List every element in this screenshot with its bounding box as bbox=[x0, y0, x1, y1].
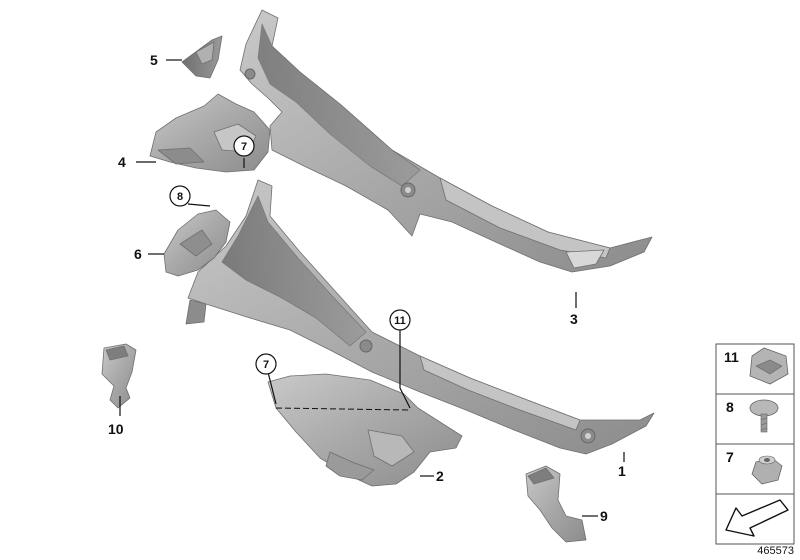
callout-3: 3 bbox=[570, 311, 578, 327]
callout-10: 10 bbox=[108, 421, 124, 437]
circled-callout-11: 11 bbox=[389, 309, 411, 331]
svg-text:11: 11 bbox=[724, 349, 739, 365]
arrow-icon bbox=[725, 499, 789, 537]
svg-text:7: 7 bbox=[241, 141, 247, 153]
spring-nut-icon bbox=[749, 347, 789, 385]
svg-text:11: 11 bbox=[394, 315, 406, 327]
callout-4: 4 bbox=[118, 154, 126, 170]
part-1-lower-cowl-panel bbox=[185, 179, 655, 455]
legend-panel: 11 8 7 bbox=[715, 343, 795, 545]
callout-2: 2 bbox=[436, 468, 444, 484]
svg-text:8: 8 bbox=[726, 399, 734, 415]
part-2-lower-cover bbox=[267, 373, 463, 487]
part-5-wedge-cover bbox=[181, 35, 223, 79]
part-3-upper-cowl-panel bbox=[239, 9, 653, 273]
callout-9: 9 bbox=[600, 508, 608, 524]
expanding-rivet-icon bbox=[749, 399, 779, 433]
fastener-leader-7-lower bbox=[267, 371, 277, 405]
callout-5: 5 bbox=[150, 52, 158, 68]
part-4-corner-cover bbox=[149, 93, 271, 173]
callout-labels: 4 5 6 10 2 1 3 9 bbox=[108, 52, 626, 524]
fastener-dashed-line bbox=[275, 407, 409, 411]
diagram-id: 465573 bbox=[757, 545, 794, 557]
svg-text:7: 7 bbox=[726, 449, 734, 465]
svg-text:8: 8 bbox=[177, 191, 183, 203]
hex-nut-icon bbox=[751, 455, 783, 485]
svg-text:7: 7 bbox=[263, 359, 269, 371]
circled-callout-7-upper: 7 bbox=[233, 135, 255, 157]
part-9-air-duct bbox=[525, 465, 587, 543]
fastener-leader-11 bbox=[399, 330, 411, 409]
callout-1: 1 bbox=[618, 463, 626, 479]
part-6-side-cover bbox=[163, 209, 231, 277]
callout-6: 6 bbox=[134, 246, 142, 262]
fastener-leader-8 bbox=[187, 203, 211, 207]
circled-callout-7-lower: 7 bbox=[255, 353, 277, 375]
leader-lines bbox=[119, 59, 625, 517]
part-10-air-duct bbox=[101, 343, 137, 409]
circled-callout-8: 8 bbox=[169, 185, 191, 207]
